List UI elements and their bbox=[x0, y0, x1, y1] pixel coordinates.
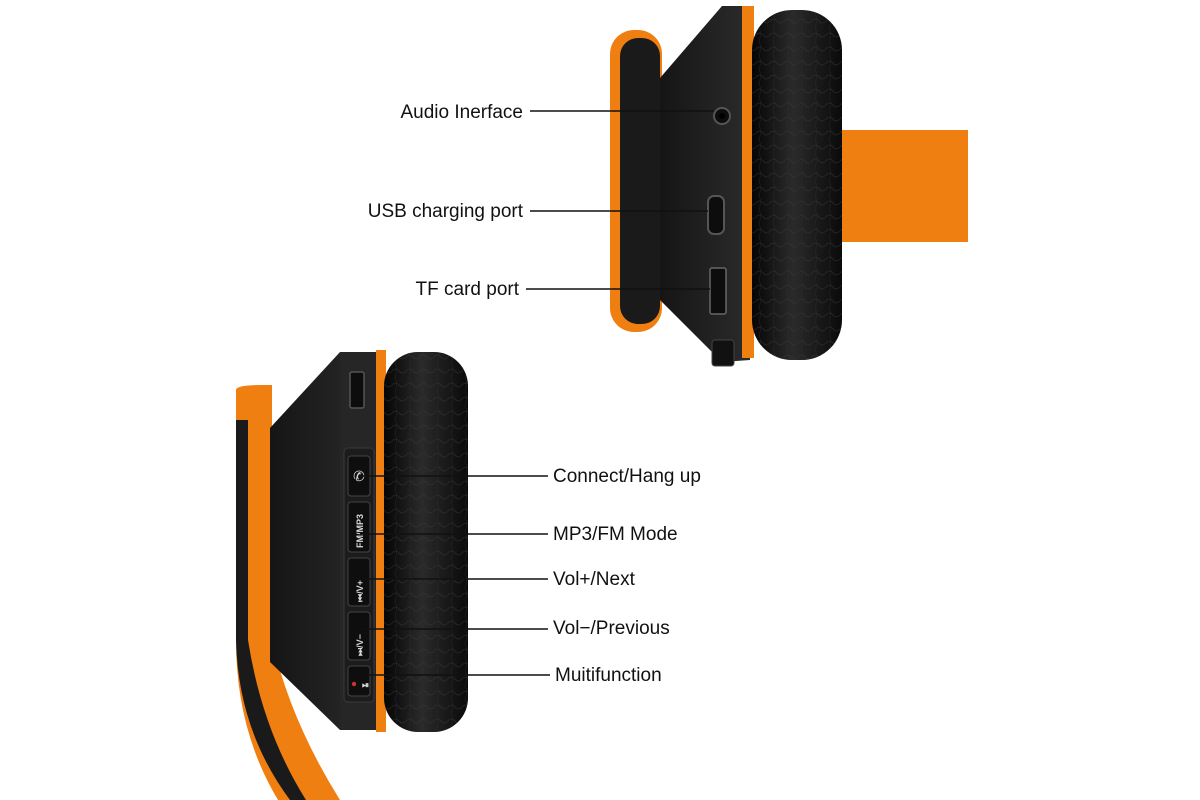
callout-multifunction: Muitifunction bbox=[555, 665, 662, 686]
usb-port-icon bbox=[707, 195, 725, 235]
top-earcup bbox=[610, 6, 968, 367]
tf-slot-icon bbox=[709, 267, 727, 315]
volume-up-label: ⏮/V+ bbox=[355, 580, 365, 602]
bottom-callout-lines bbox=[360, 475, 550, 676]
volume-down-button[interactable]: ⏭/V− bbox=[347, 611, 371, 661]
mode-button[interactable]: FM/MP3 bbox=[347, 501, 371, 553]
callout-tf-card-port: TF card port bbox=[416, 279, 520, 300]
multifunction-button[interactable]: ⏯ bbox=[347, 665, 371, 697]
top-rim-band bbox=[742, 6, 754, 358]
bottom-headband bbox=[236, 385, 340, 800]
led-indicator-icon bbox=[351, 681, 357, 687]
bottom-rim-band bbox=[376, 350, 386, 732]
top-callout-lines bbox=[526, 110, 714, 290]
callout-connect-hang-up: Connect/Hang up bbox=[553, 466, 701, 487]
phone-icon: ✆ bbox=[353, 469, 365, 485]
callout-mp3-fm-mode: MP3/FM Mode bbox=[553, 524, 678, 545]
callout-usb-charging-port: USB charging port bbox=[368, 201, 524, 222]
top-shell bbox=[660, 6, 750, 362]
callout-audio-interface: Audio Inerface bbox=[400, 102, 523, 123]
volume-down-label: ⏭/V− bbox=[355, 634, 365, 656]
mode-button-label: FM/MP3 bbox=[355, 514, 365, 548]
callout-vol-minus-previous: Vol−/Previous bbox=[553, 618, 670, 639]
play-pause-icon: ⏯ bbox=[362, 680, 369, 690]
callout-vol-plus-next: Vol+/Next bbox=[553, 569, 636, 590]
volume-up-button[interactable]: ⏮/V+ bbox=[347, 557, 371, 607]
